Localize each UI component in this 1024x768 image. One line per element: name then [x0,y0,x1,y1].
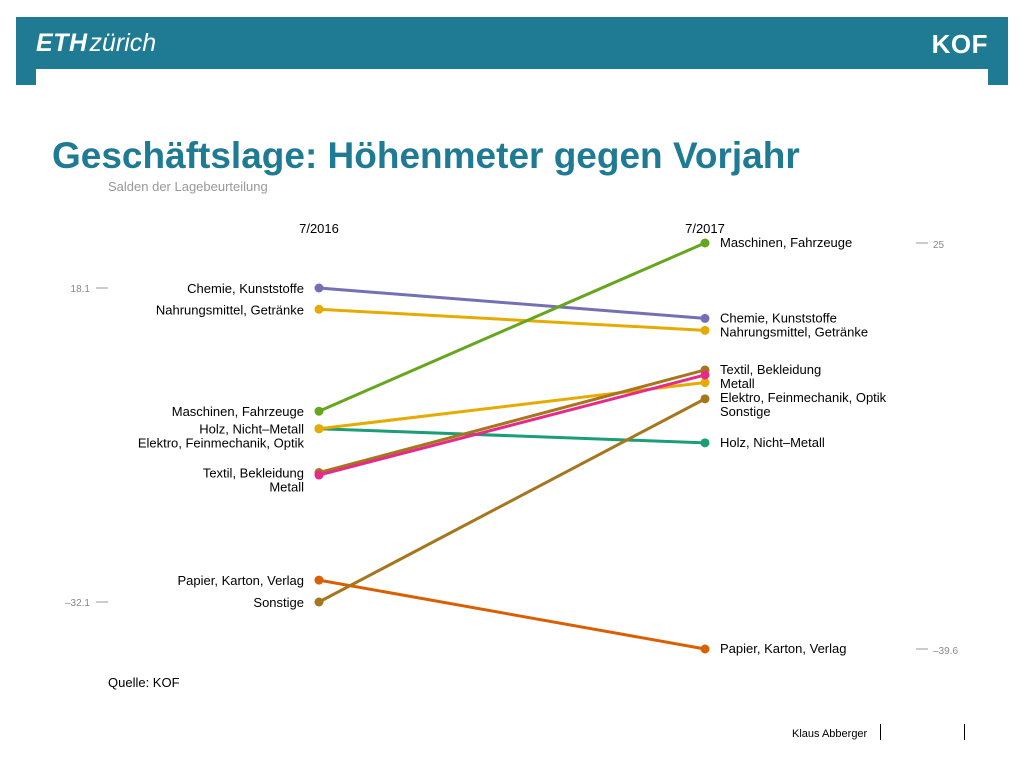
series-line-sonstige [317,397,707,604]
left-max-label: 18.1 [71,284,91,295]
label-left-metall: Metall [269,480,304,495]
kof-logo: KOF [931,29,988,59]
series-line-textil-bekleidung [317,368,707,475]
footer-separator [880,724,881,740]
point-left-nahrungsmittel-getraenke [314,304,324,314]
point-left-maschinen-fahrzeuge [314,406,324,416]
label-right-elektro-feinmechanik-optik: Elektro, Feinmechanik, Optik [720,390,887,405]
chart-subtitle: Salden der Lagebeurteilung [108,179,268,194]
label-right-nahrungsmittel-getraenke: Nahrungsmittel, Getränke [720,324,868,339]
label-left-elektro-feinmechanik-optik: Elektro, Feinmechanik, Optik [138,436,305,451]
point-right-holz-nicht-metall [700,438,710,448]
point-right-metall [700,370,710,380]
label-right-metall: Metall [720,376,755,391]
label-left-textil-bekleidung: Textil, Bekleidung [203,466,304,481]
header-bar [16,17,1008,69]
right-max-label: 25 [933,240,945,251]
series-line-nahrungsmittel-getraenke [317,307,707,332]
label-right-holz-nicht-metall: Holz, Nicht–Metall [720,435,825,450]
point-left-elektro-feinmechanik-optik [314,424,324,434]
series-points [314,238,710,654]
label-right-textil-bekleidung: Textil, Bekleidung [720,362,821,377]
header-bar-tab-right [988,69,1008,85]
series-line-metall [317,373,707,477]
label-right-chemie-kunststoffe: Chemie, Kunststoffe [720,310,837,325]
label-right-sonstige: Sonstige [720,404,771,419]
point-left-papier-karton-verlag [314,575,324,585]
column-header-left: 7/2016 [299,221,339,236]
point-left-metall [314,470,324,480]
point-right-elektro-feinmechanik-optik [700,378,710,388]
series-line-chemie-kunststoffe [317,286,707,320]
label-left-papier-karton-verlag: Papier, Karton, Verlag [178,573,304,588]
series-lines [317,241,707,651]
column-headers: 7/2016 7/2017 [299,221,725,236]
label-left-holz-nicht-metall: Holz, Nicht–Metall [199,422,304,437]
point-right-chemie-kunststoffe [700,313,710,323]
label-right-maschinen-fahrzeuge: Maschinen, Fahrzeuge [720,235,852,250]
eth-zurich-logo: ETHzürich [36,28,156,58]
point-left-chemie-kunststoffe [314,283,324,293]
point-right-sonstige [700,394,710,404]
header-bar-tab-left [16,69,36,85]
series-line-papier-karton-verlag [317,578,707,651]
label-right-papier-karton-verlag: Papier, Karton, Verlag [720,641,846,656]
point-left-sonstige [314,597,324,607]
point-right-nahrungsmittel-getraenke [700,325,710,335]
column-header-right: 7/2017 [685,221,725,236]
logo-zurich: zürich [89,29,157,57]
footer-separator [964,724,965,740]
right-min-label: –39.6 [933,646,958,657]
logo-eth: ETH [36,29,88,57]
left-min-label: –32.1 [65,598,90,609]
point-right-maschinen-fahrzeuge [700,238,710,248]
label-left-maschinen-fahrzeuge: Maschinen, Fahrzeuge [172,404,304,419]
source-note: Quelle: KOF [108,675,180,690]
series-line-maschinen-fahrzeuge [317,241,707,413]
label-left-nahrungsmittel-getraenke: Nahrungsmittel, Getränke [156,302,304,317]
page-title: Geschäftslage: Höhenmeter gegen Vorjahr [52,135,800,176]
scale-markers: 18.1 –32.1 25 –39.6 [65,240,958,657]
footer-author: Klaus Abberger [792,728,868,740]
label-left-chemie-kunststoffe: Chemie, Kunststoffe [187,281,304,296]
series-line-holz-nicht-metall [317,427,707,445]
point-right-papier-karton-verlag [700,644,710,654]
label-left-sonstige: Sonstige [253,595,304,610]
